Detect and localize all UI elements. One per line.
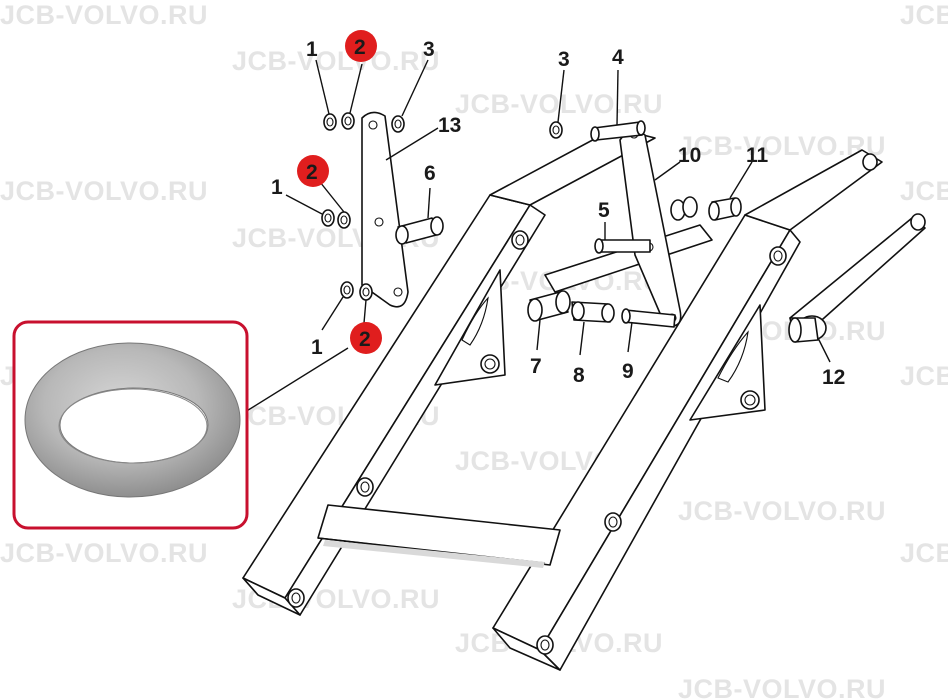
pin-6 [395,216,444,245]
watermark-text: JCB-VOLVO.RU [0,176,208,206]
highlight-dot [350,322,382,354]
label-2-top: 2 [354,36,366,59]
label-3-right: 3 [558,48,570,71]
label-5: 5 [598,199,610,222]
label-1-low: 1 [311,336,323,359]
highlight-dot [345,30,377,62]
right-bracket-slot [717,330,749,383]
label-8: 8 [573,364,585,387]
watermark-text: JCB-VOLVO.RU [678,496,886,526]
right-arm-top [744,149,883,231]
watermark-text: JCB-VOLVO.RU [678,674,886,700]
pin-9 [621,308,676,328]
label-7: 7 [530,355,542,378]
label-13: 13 [438,114,461,137]
label-3-top: 3 [423,38,435,61]
lever-boss [670,196,698,221]
loader-frame [242,127,883,671]
watermark-text: JCB-VOLVO.RU [900,176,948,206]
leader-lines [244,59,831,413]
label-10: 10 [678,144,701,167]
pin-4 [590,120,646,142]
pin-8 [571,301,615,323]
highlight-dot [297,155,329,187]
label-6: 6 [424,162,436,185]
label-2-low: 2 [359,328,371,351]
rod-12 [788,213,926,343]
pin-5 [594,238,651,254]
part-number-labels: 1 2 3 13 2 1 6 1 2 3 4 10 11 5 7 8 9 12 [271,36,845,389]
callout-leader [244,347,349,413]
watermark-text: JCB-VOLVO.RU [0,0,208,30]
lever-10 [590,120,698,328]
label-1-top: 1 [306,38,318,61]
thrust-washer-icon [24,342,241,498]
watermark-text: JCB-VOLVO.RU [0,538,208,568]
label-9: 9 [622,360,634,383]
label-11: 11 [746,144,769,167]
highlight-markers [297,30,382,354]
label-1-mid: 1 [271,176,283,199]
label-2-mid: 2 [306,161,318,184]
watermark-text: JCB-VOLVO.RU [900,361,948,391]
watermark-text: JCB-VOLVO.RU [900,0,948,30]
right-arm-front [539,229,801,671]
left-arm-top [489,127,656,206]
label-4: 4 [612,46,624,69]
link-plate-13 [361,111,444,308]
bushing-7 [527,290,571,322]
washers [321,112,563,301]
left-bracket-slot [461,296,489,346]
callout-box [12,320,249,530]
watermark-text: JCB-VOLVO.RU [900,538,948,568]
label-12: 12 [822,366,845,389]
bushing-11 [708,197,742,221]
watermark-text: JCB-VOLVO.RU [232,46,440,76]
